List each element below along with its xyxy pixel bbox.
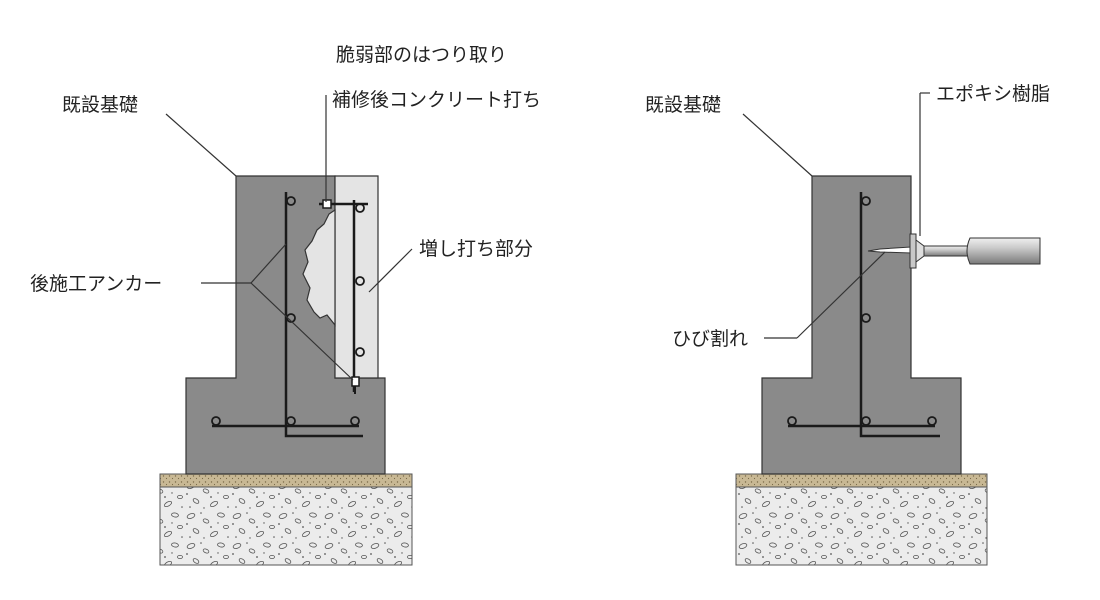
gravel-base — [159, 486, 413, 566]
chipped-region — [302, 208, 336, 327]
rebar-dot — [286, 196, 296, 206]
addition-label: 増し打ち部分 — [419, 238, 533, 260]
rebar-dot — [350, 416, 360, 426]
chipping-label: 脆弱部のはつり取り — [336, 44, 507, 66]
existing-foundation-label-right: 既設基礎 — [645, 94, 721, 116]
epoxy-label: エポキシ樹脂 — [936, 83, 1050, 105]
rebar-dot — [927, 416, 937, 426]
epoxy-injector — [909, 233, 1041, 269]
right-leader-lines — [742, 92, 930, 339]
gravel-base — [735, 486, 988, 566]
rebar-dot — [861, 313, 871, 323]
repair-concrete-label: 補修後コンクリート打ち — [332, 89, 541, 111]
rebar-dot — [355, 203, 365, 213]
rebar-dot — [211, 416, 221, 426]
rebar-vertical-left — [284, 192, 363, 438]
existing-foundation-label-left: 既設基礎 — [62, 94, 138, 116]
sand-layer — [159, 473, 413, 488]
rebar-dot — [787, 416, 797, 426]
anchor-head-top — [322, 199, 332, 209]
crack-label: ひび割れ — [672, 328, 748, 350]
rebar-dot — [286, 416, 296, 426]
anchor-head-bottom — [351, 376, 360, 387]
rebar-dot — [355, 276, 365, 286]
anchor-label: 後施工アンカー — [30, 273, 162, 295]
rebar-dot — [861, 196, 871, 206]
rebar-vertical — [859, 192, 940, 438]
left-leader-lines — [165, 95, 413, 381]
sand-layer — [735, 473, 988, 488]
rebar-dot — [861, 416, 871, 426]
right-diagram: 既設基礎 エポキシ樹脂 ひび割れ — [645, 83, 1050, 566]
left-diagram: 既設基礎 脆弱部のはつり取り 補修後コンクリート打ち 後施工アンカー 増し打ち部… — [30, 44, 541, 566]
rebar-dot — [355, 347, 365, 357]
